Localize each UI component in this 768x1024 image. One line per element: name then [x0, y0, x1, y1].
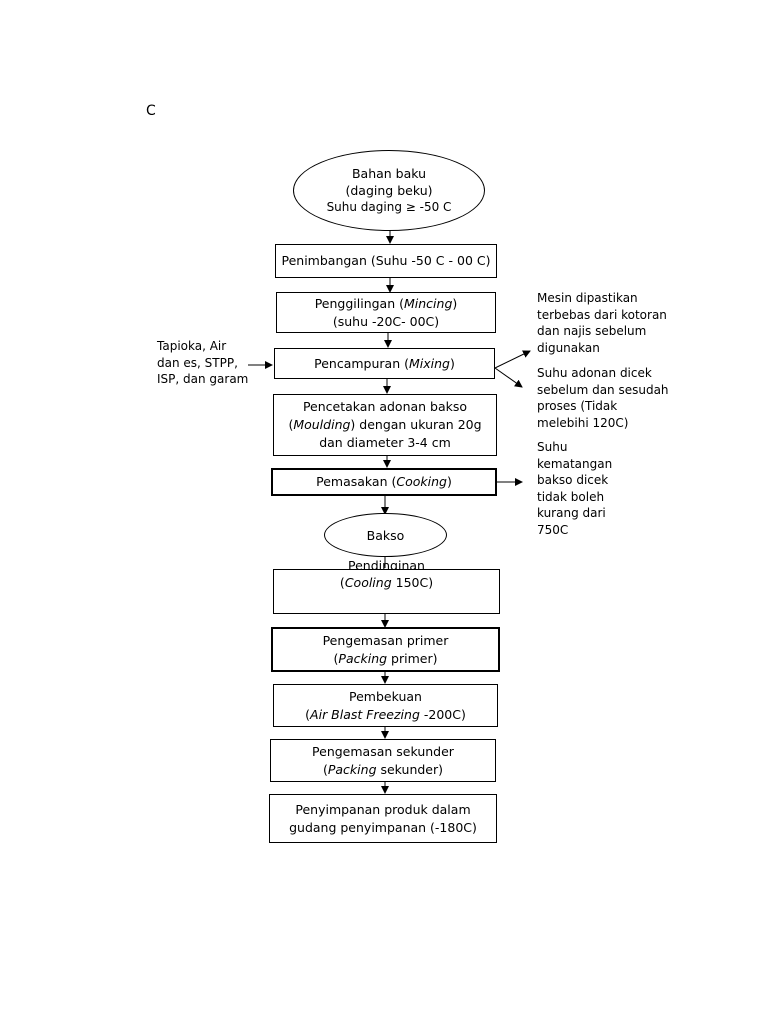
step-primary-packing-line2: (Packing primer) [333, 650, 438, 666]
step-bakso-label: Bakso [366, 527, 405, 543]
arrow-mixing-to-machine-note [494, 350, 531, 369]
note-dough-line: Suhu adonan dicek [537, 366, 652, 380]
step-mixing-label: Pencampuran (Mixing) [314, 355, 455, 371]
start-raw-material: Bahan baku (daging beku) Suhu daging ≥ -… [293, 150, 485, 231]
note-cooking-temperature: Suhu kematangan bakso dicek tidak boleh … [537, 439, 612, 538]
step-bakso-product: Bakso [324, 513, 447, 557]
step-weighing-label: Penimbangan (Suhu -50 C - 00 C) [281, 253, 491, 268]
step-freezing-line1: Pembekuan [349, 688, 422, 704]
step-mincing-line1: Penggilingan (Mincing) [314, 295, 458, 311]
step-mincing: Penggilingan (Mincing) (suhu -20C- 00C) [276, 292, 496, 333]
step-moulding-line2: (Moulding) dengan ukuran 20g [288, 417, 482, 432]
note-cook-line: bakso dicek [537, 473, 609, 487]
step-cooking: Pemasakan (Cooking) [271, 468, 497, 496]
note-machine-line: Mesin dipastikan [537, 291, 638, 305]
step-secondary-packing-line2: (Packing sekunder) [322, 761, 444, 777]
note-cook-line: 750C [537, 522, 569, 537]
note-ingredients-line: Tapioka, Air [157, 339, 227, 353]
step-cooling: (Cooling 150C) [273, 569, 500, 614]
step-cooling-line2: (Cooling 150C) [339, 575, 434, 590]
note-ingredients-line: ISP, dan garam [157, 372, 249, 386]
step-storage-line2: gudang penyimpanan (-180C) [289, 819, 477, 835]
step-secondary-packing-line1: Pengemasan sekunder [312, 743, 454, 759]
note-dough-line: melebihi 120C) [537, 415, 629, 430]
note-machine-line: digunakan [537, 340, 600, 355]
note-ingredients-line: dan es, STPP, [157, 355, 238, 370]
note-ingredients: Tapioka, Air dan es, STPP, ISP, dan gara… [157, 338, 248, 388]
start-line2: (daging beku) [345, 183, 433, 198]
note-cook-line: tidak boleh [537, 489, 605, 504]
step-freezing: Pembekuan (Air Blast Freezing -200C) [273, 684, 498, 727]
note-dough-temperature: Suhu adonan dicek sebelum dan sesudah pr… [537, 365, 669, 431]
note-dough-line: sebelum dan sesudah [537, 382, 669, 397]
step-secondary-packing: Pengemasan sekunder (Packing sekunder) [270, 739, 496, 782]
step-weighing: Penimbangan (Suhu -50 C - 00 C) [275, 244, 497, 278]
start-line1: Bahan baku [351, 166, 427, 181]
note-dough-line: proses (Tidak [537, 399, 618, 413]
note-machine-clean: Mesin dipastikan terbebas dari kotoran d… [537, 290, 667, 356]
step-freezing-line2: (Air Blast Freezing -200C) [305, 706, 466, 722]
step-storage-line1: Penyimpanan produk dalam [295, 801, 471, 817]
step-primary-packing-line1: Pengemasan primer [322, 632, 449, 648]
step-moulding: Pencetakan adonan bakso (Moulding) denga… [273, 394, 497, 456]
note-cook-line: kurang dari [537, 506, 606, 520]
corner-label: C [146, 103, 156, 119]
step-cooking-label: Pemasakan (Cooking) [316, 474, 452, 489]
step-storage: Penyimpanan produk dalam gudang penyimpa… [269, 794, 497, 843]
step-mincing-line2: (suhu -20C- 00C) [332, 313, 440, 329]
step-primary-packing: Pengemasan primer (Packing primer) [271, 627, 500, 672]
note-cook-line: Suhu [537, 440, 568, 454]
step-moulding-line1: Pencetakan adonan bakso [302, 399, 468, 414]
note-cook-line: kematangan [537, 456, 613, 471]
step-moulding-line3: dan diameter 3-4 cm [319, 435, 451, 450]
step-mixing: Pencampuran (Mixing) [274, 348, 495, 379]
arrow-mixing-to-dough-note [494, 367, 523, 388]
note-machine-line: terbebas dari kotoran [537, 307, 667, 322]
start-line3: Suhu daging ≥ -50 C [326, 200, 452, 214]
note-machine-line: dan najis sebelum [537, 324, 647, 338]
